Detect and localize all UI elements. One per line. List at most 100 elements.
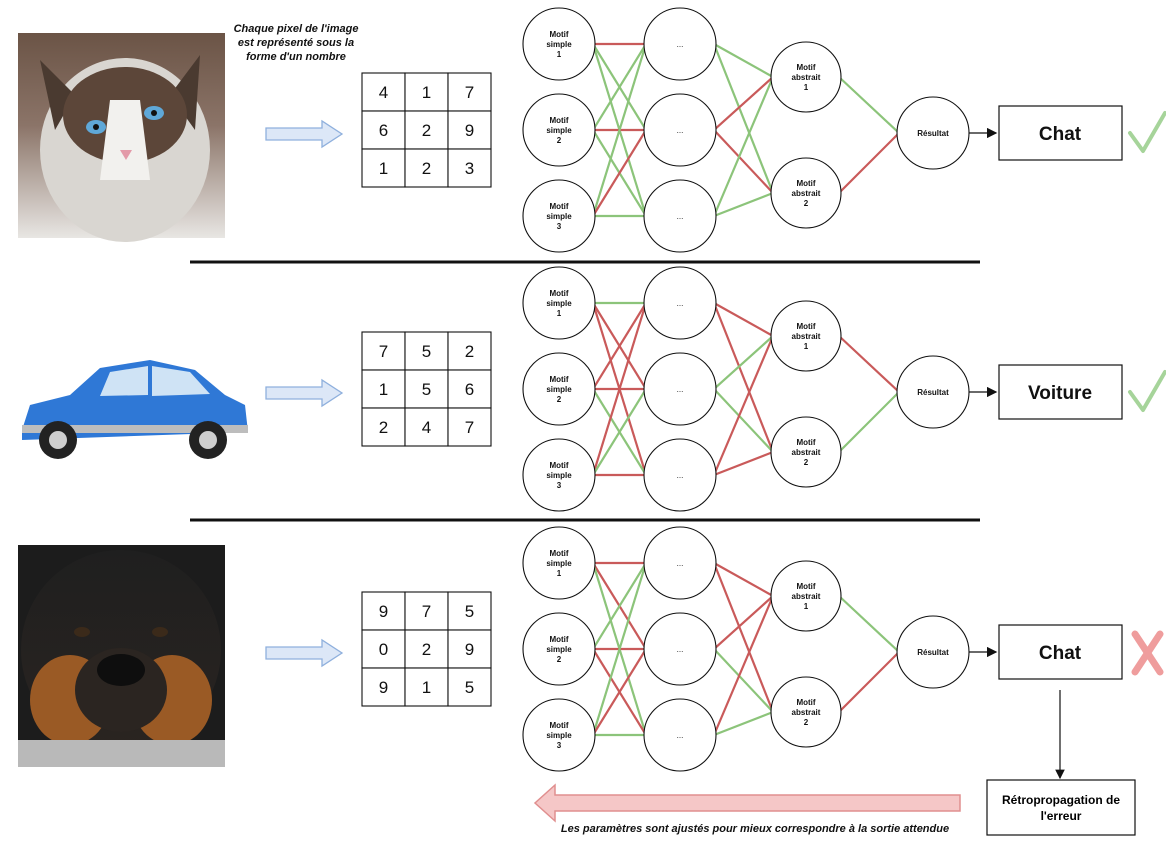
node-hidden-label: ...: [677, 299, 684, 308]
edge-l1: [592, 388, 647, 476]
edge-l2: [712, 76, 775, 217]
node-hidden: [643, 698, 717, 772]
edge-l3: [838, 76, 900, 134]
node-result-label: Résultat: [917, 129, 949, 138]
matrix-value: 4: [379, 83, 388, 102]
matrix-value: 7: [379, 342, 388, 361]
node-hidden: [643, 179, 717, 253]
matrix-cell: [361, 407, 406, 447]
edge-l2: [713, 129, 774, 194]
matrix-cell: [447, 629, 492, 669]
matrix-cell: [404, 629, 449, 669]
node-hidden: [643, 526, 717, 600]
matrix-value: 5: [422, 380, 431, 399]
backprop-caption: Les paramètres sont ajustés pour mieux c…: [560, 823, 950, 835]
node-hidden: [643, 352, 717, 426]
matrix-value: 5: [465, 678, 474, 697]
matrix-value: 9: [465, 640, 474, 659]
edge-l3: [838, 132, 900, 194]
matrix-cell: [361, 148, 406, 188]
matrix-cell: [447, 72, 492, 112]
node-result-label: Résultat: [917, 648, 949, 657]
matrix-value: 7: [465, 418, 474, 437]
node-result-label: Résultat: [917, 388, 949, 397]
node-simple-pattern: [522, 266, 596, 340]
edge-l2: [713, 43, 774, 78]
edge-l2: [713, 450, 774, 477]
input-arrow: [265, 638, 344, 668]
node-hidden-label: ...: [677, 645, 684, 654]
node-hidden-label: ...: [677, 559, 684, 568]
matrix-value: 9: [379, 602, 388, 621]
edge-l1: [591, 43, 648, 217]
backprop-box: [986, 779, 1136, 836]
edge-l2: [713, 595, 774, 650]
matrix-value: 7: [422, 602, 431, 621]
node-hidden-label: ...: [677, 126, 684, 135]
node-abstract-pattern: [770, 41, 842, 113]
cat-photo: [18, 33, 225, 242]
cross-icon: [1131, 630, 1164, 676]
pixel-caption: Chaque pixel de l'image est représenté s…: [233, 23, 359, 63]
node-simple-pattern: [522, 526, 596, 600]
car-photo: [22, 360, 248, 459]
matrix-value: 5: [422, 342, 431, 361]
matrix-cell: [361, 369, 406, 409]
edge-l2: [713, 302, 774, 337]
matrix-cell: [404, 667, 449, 707]
output-box: [998, 105, 1123, 161]
output-label: Chat: [1039, 643, 1082, 664]
node-abstract-pattern: [770, 157, 842, 229]
output-box: [998, 364, 1123, 420]
edge-l1: [592, 648, 647, 736]
matrix-cell: [447, 110, 492, 150]
matrix-value: 1: [379, 380, 388, 399]
matrix-value: 0: [379, 640, 388, 659]
input-arrow: [265, 119, 344, 149]
matrix-value: 6: [379, 121, 388, 140]
node-hidden-label: ...: [677, 40, 684, 49]
node-abstract-pattern: [770, 416, 842, 488]
node-hidden-label: ...: [677, 471, 684, 480]
edge-l2: [713, 335, 774, 390]
dog-photo: [18, 545, 225, 767]
node-abstract-pattern: [770, 560, 842, 632]
matrix-cell: [361, 591, 406, 631]
edge-l3: [838, 651, 900, 713]
matrix-value: 3: [465, 159, 474, 178]
edge-l2: [712, 43, 775, 194]
edge-l3: [838, 595, 900, 653]
node-simple-pattern: [522, 612, 596, 686]
node-hidden: [643, 612, 717, 686]
node-simple-pattern: [522, 7, 596, 81]
matrix-cell: [447, 331, 492, 371]
matrix-cell: [447, 591, 492, 631]
edge-l2: [713, 710, 774, 737]
node-simple-pattern: [522, 698, 596, 772]
output-label: Chat: [1039, 124, 1082, 145]
edge-l2: [713, 388, 774, 453]
edge-l2: [712, 595, 775, 736]
matrix-value: 2: [422, 640, 431, 659]
edge-l2: [713, 648, 774, 713]
matrix-cell: [404, 331, 449, 371]
node-simple-pattern: [522, 179, 596, 253]
edge-l1: [592, 562, 647, 650]
matrix-value: 9: [465, 121, 474, 140]
input-arrow: [265, 378, 344, 408]
matrix-value: 1: [422, 83, 431, 102]
